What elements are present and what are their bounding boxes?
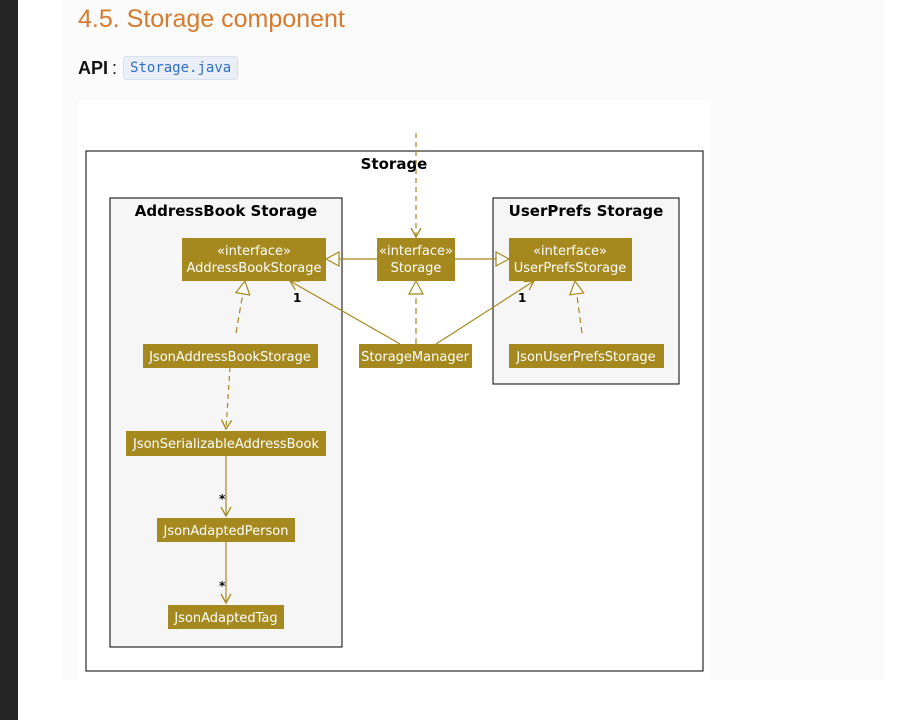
- class-json-adapted-tag: JsonAdaptedTag: [168, 605, 284, 629]
- class-json-address-book-storage: JsonAddressBookStorage: [143, 344, 318, 368]
- multiplicity-addressbookstorage: 1: [293, 291, 301, 305]
- class-name: JsonAdaptedTag: [173, 611, 277, 626]
- class-user-prefs-storage: «interface» UserPrefsStorage: [509, 238, 632, 281]
- api-label: API: [78, 57, 109, 78]
- stereotype-label: «interface»: [533, 244, 607, 259]
- edge-storagemanager-to-addressbookstorage: [288, 280, 401, 345]
- api-separator: :: [112, 57, 118, 78]
- class-name: Storage: [391, 261, 442, 276]
- class-json-user-prefs-storage: JsonUserPrefsStorage: [509, 344, 664, 368]
- multiplicity-tag: *: [219, 579, 226, 593]
- class-name: JsonSerializableAddressBook: [132, 437, 319, 452]
- class-name: StorageManager: [361, 350, 470, 365]
- window-left-edge: [0, 0, 18, 720]
- class-name: JsonAdaptedPerson: [163, 524, 289, 539]
- multiplicity-person: *: [219, 492, 226, 506]
- class-name: JsonAddressBookStorage: [148, 350, 311, 365]
- section-heading: 4.5. Storage component: [78, 5, 345, 33]
- storage-package-title: Storage: [361, 155, 428, 173]
- stereotype-label: «interface»: [379, 244, 453, 259]
- address-book-storage-package-title: AddressBook Storage: [135, 202, 317, 220]
- edge-jsonaddressbook-implements-addressbookstorage: [234, 279, 251, 334]
- multiplicity-userprefsstorage: 1: [518, 291, 526, 305]
- storage-java-link[interactable]: Storage.java: [123, 56, 239, 80]
- class-storage: «interface» Storage: [377, 238, 455, 281]
- user-prefs-storage-package-title: UserPrefs Storage: [509, 202, 664, 220]
- storage-class-diagram: Storage AddressBook Storage UserPrefs St…: [78, 101, 710, 681]
- class-name: JsonUserPrefsStorage: [515, 350, 655, 365]
- api-line: API : Storage.java: [78, 56, 239, 80]
- class-name: AddressBookStorage: [187, 261, 322, 276]
- class-json-adapted-person: JsonAdaptedPerson: [157, 518, 295, 542]
- stereotype-label: «interface»: [217, 244, 291, 259]
- class-name: UserPrefsStorage: [514, 261, 627, 276]
- edge-storagemanager-to-userprefsstorage: [435, 280, 536, 345]
- class-json-serializable-address-book: JsonSerializableAddressBook: [126, 431, 326, 456]
- edge-jsonuserprefs-implements-userprefsstorage: [568, 279, 585, 334]
- class-address-book-storage: «interface» AddressBookStorage: [182, 238, 326, 281]
- edge-jsonaddressbook-to-serializable: [221, 366, 233, 431]
- class-storage-manager: StorageManager: [359, 344, 472, 368]
